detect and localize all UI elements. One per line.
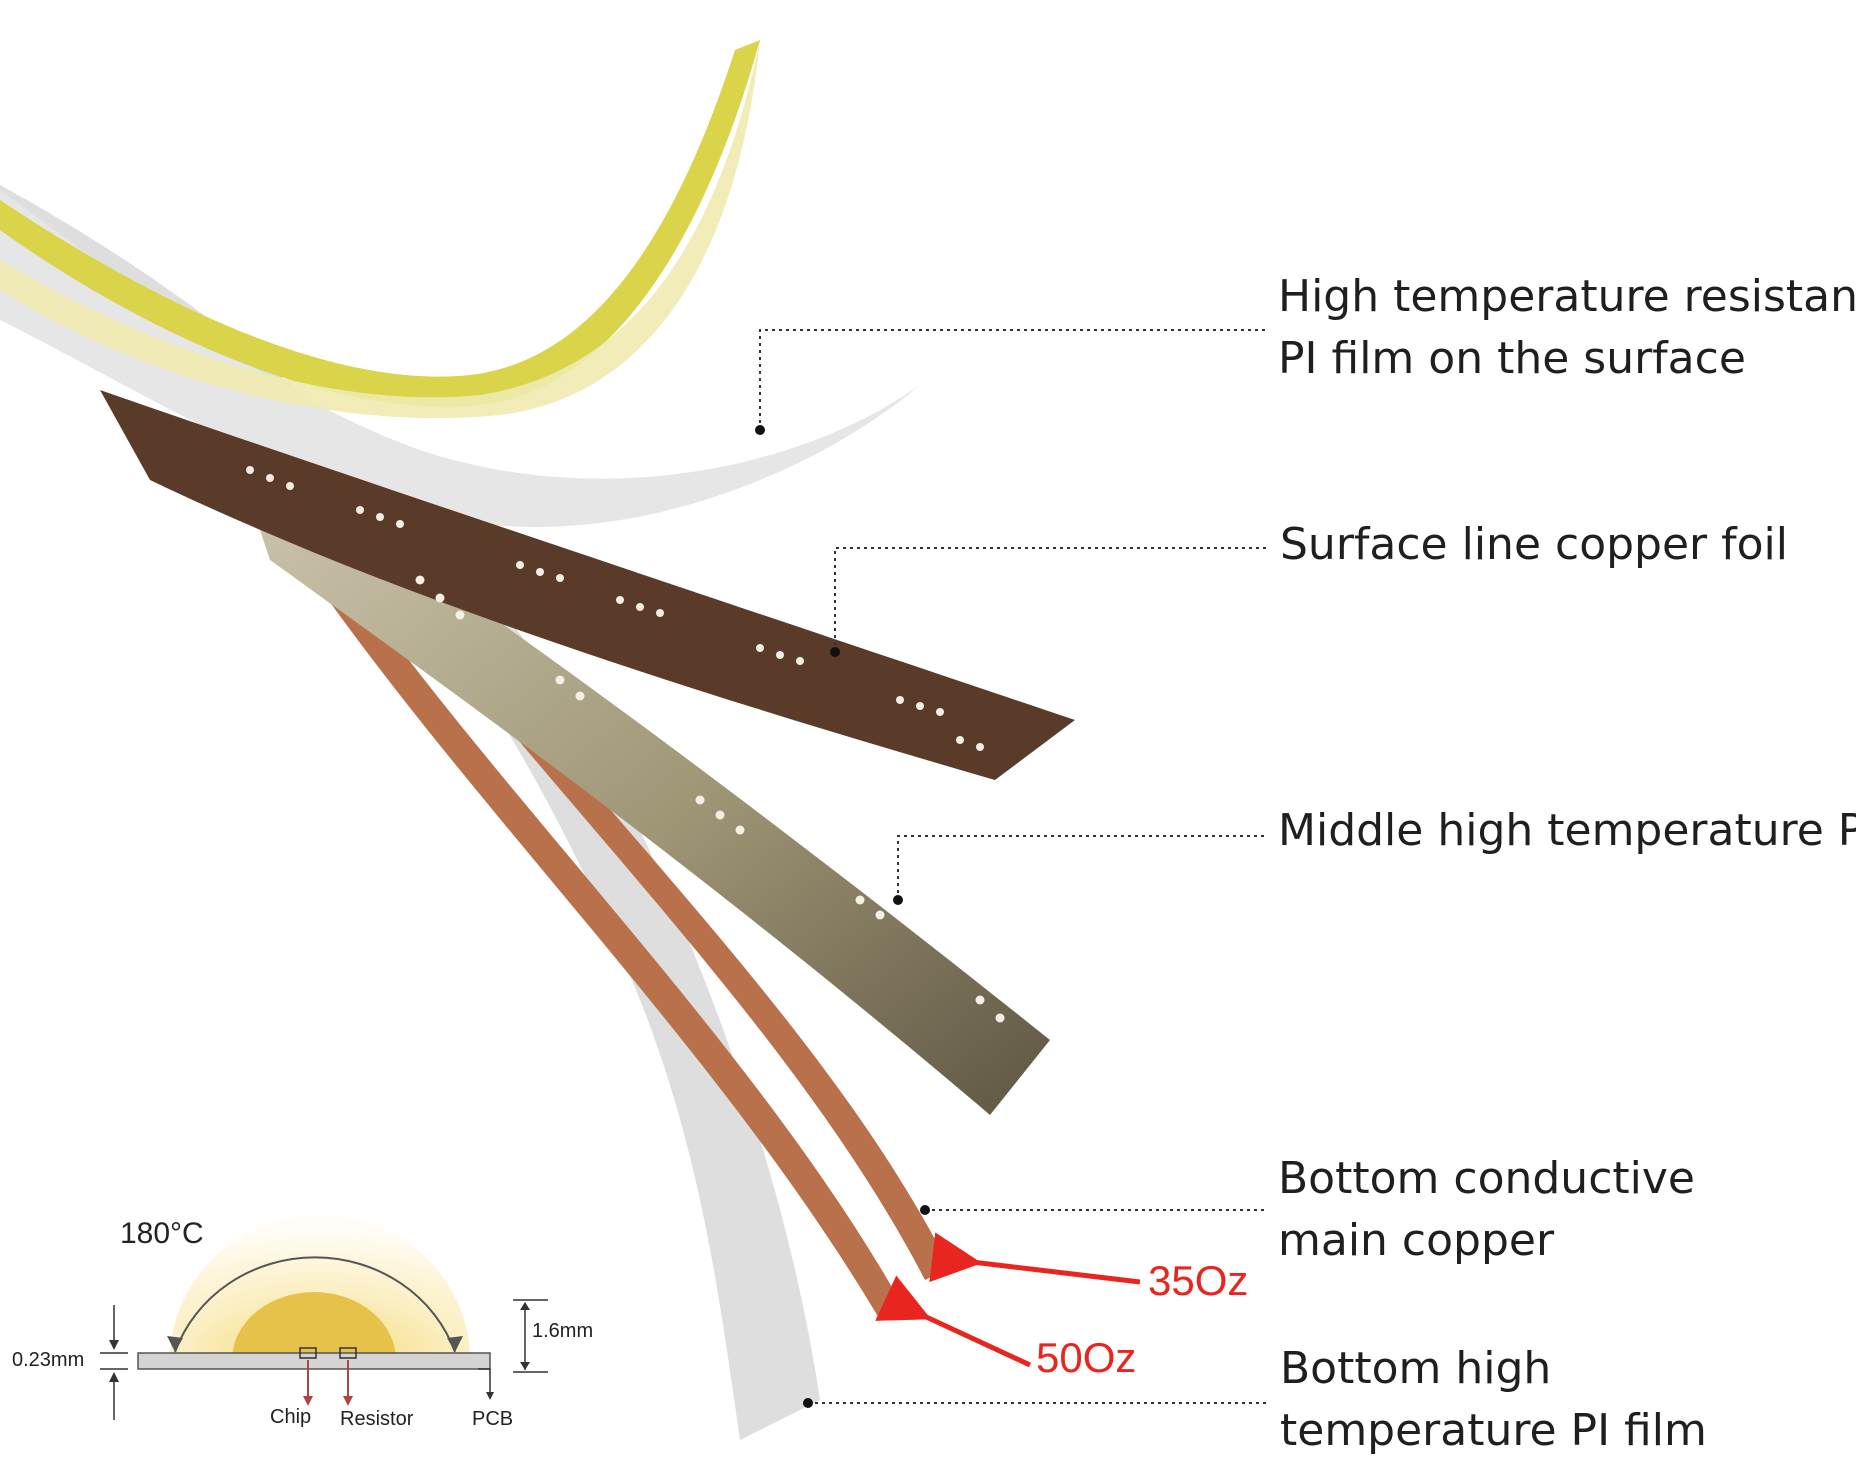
leader-dots (755, 425, 930, 1408)
phosphor-yellow-layer (0, 40, 760, 407)
surface-copper-foil-layer (100, 390, 1075, 780)
surface-copper-dots (246, 466, 984, 751)
bottom-pi-film-layer (0, 185, 820, 1440)
inset-thickness-label: 0.23mm (12, 1349, 85, 1371)
label-line: Bottom high (1280, 1343, 1552, 1394)
label-line: Surface line copper foil (1280, 519, 1788, 570)
copper-strip-50oz (300, 560, 905, 1320)
label-line: High temperature resistant (1278, 271, 1856, 322)
label-surface-copper-foil: Surface line copper foil (1280, 514, 1788, 576)
label-line: PI film on the surface (1278, 333, 1746, 384)
inset-resistor-label: Resistor (340, 1408, 414, 1430)
inset-chip-label: Chip (270, 1406, 312, 1428)
arrow-35oz (929, 1232, 1141, 1285)
inset-arc (174, 1256, 456, 1353)
callout-50oz: 50Oz (1036, 1334, 1137, 1381)
inset-pcb-bar (137, 1352, 491, 1370)
inset-height-label: 1.6mm (532, 1320, 594, 1342)
label-middle-pi: Middle high temperature PI (1278, 800, 1856, 862)
label-line: Middle high temperature PI (1278, 805, 1856, 856)
middle-pi-dots (415, 575, 1005, 1023)
arrow-50oz (875, 1275, 1032, 1368)
inset-chip-box (299, 1347, 317, 1359)
label-line: Bottom conductive (1278, 1153, 1695, 1204)
inset-resistor-box (339, 1347, 357, 1359)
label-line: temperature PI film (1280, 1405, 1707, 1456)
label-surface-pi-film: High temperature resistant PI film on th… (1278, 266, 1856, 390)
label-line: main copper (1278, 1215, 1555, 1266)
callout-35oz: 35Oz (1148, 1257, 1249, 1304)
inset-chip-dome (232, 1292, 396, 1360)
label-bottom-pi-film: Bottom high temperature PI film (1280, 1338, 1707, 1462)
inset-temperature: 180°C (120, 1217, 204, 1250)
label-bottom-copper: Bottom conductive main copper (1278, 1148, 1695, 1272)
inset-cross-section (100, 1215, 548, 1420)
leader-lines (759, 329, 1268, 1404)
middle-pi-layer (230, 440, 1050, 1115)
inset-pcb-label: PCB (472, 1408, 514, 1430)
